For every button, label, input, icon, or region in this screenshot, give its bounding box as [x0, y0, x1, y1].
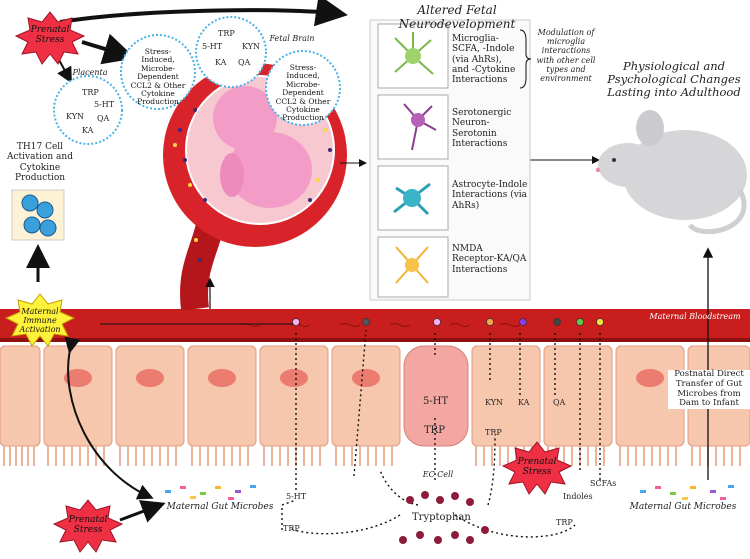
- brain-ka: KA: [215, 58, 227, 67]
- maternal-gut-microbes-right: Maternal Gut Microbes: [629, 502, 737, 512]
- ec-cell-label: EC Cell: [422, 470, 454, 479]
- ec-trp: TRP: [424, 425, 445, 436]
- panel-nmda-text: NMDA Receptor-KA/QA Interactions: [452, 244, 527, 275]
- brain-5ht: 5-HT: [202, 42, 223, 51]
- prenatal-stress-star-top: [14, 11, 86, 65]
- cytokine-bubble-right: [265, 50, 341, 126]
- brain-kyn: KYN: [242, 42, 261, 51]
- fetus-illustration: [213, 86, 312, 208]
- scfas-label: SCFAs: [590, 479, 617, 488]
- neurodevelopment-title: Altered Fetal Neurodevelopment: [398, 3, 516, 31]
- prenatal-stress-label-top: Prenatal Stress: [30, 25, 70, 45]
- neurodevelopment-panels: [369, 19, 532, 301]
- prenatal-stress-label-bottom: Prenatal Stress: [68, 515, 108, 535]
- brain-trp: TRP: [218, 29, 235, 38]
- ec-cell: [403, 345, 469, 447]
- postnatal-transfer-text: Postnatal Direct Transfer of Gut Microbe…: [668, 369, 750, 410]
- indoles-label: Indoles: [563, 492, 593, 501]
- placenta-pathway-bubble: [53, 75, 123, 145]
- ec-5ht: 5-HT: [423, 396, 449, 407]
- maternal-immune-activation-star: [4, 293, 76, 347]
- cytokine-text-right: Stress-Induced, Microbe-Dependent CCL2 &…: [275, 63, 331, 123]
- outcome-text: Physiological and Psychological Changes …: [607, 59, 741, 100]
- placenta-ka: KA: [82, 126, 94, 135]
- panel-serotonergic-text: Serotonergic Neuron-Serotonin Interactio…: [452, 108, 512, 150]
- fetal-brain-label: Fetal Brain: [269, 34, 315, 43]
- gut-microbes-right: [640, 485, 734, 500]
- cell-qa: QA: [553, 398, 566, 407]
- placenta-qa: QA: [97, 114, 110, 123]
- th17-label: TH17 Cell Activation and Cytokine Produc…: [7, 142, 73, 184]
- prenatal-stress-label-gut: Prenatal Stress: [517, 457, 557, 477]
- gut-microbes-left: [165, 485, 256, 500]
- prenatal-stress-star-gut: [501, 441, 573, 495]
- cell-ka: KA: [518, 398, 530, 407]
- prenatal-stress-star-bottom: [52, 499, 124, 553]
- cell-trp: TRP: [485, 428, 502, 437]
- panel-astrocyte-text: Astrocyte-Indole Interactions (via AhRs): [452, 180, 528, 211]
- placenta-trp: TRP: [82, 88, 99, 97]
- maternal-gut-microbes-left: Maternal Gut Microbes: [166, 502, 274, 512]
- panel-microglia-text: Microglia-SCFA, -Indole (via AhRs), and …: [452, 34, 516, 86]
- maternal-immune-activation-label: Maternal Immune Activation: [19, 307, 61, 334]
- maternal-bloodstream-band: [0, 309, 750, 341]
- th17-cells-box: [11, 189, 65, 241]
- lumen-trp-right: TRP: [556, 518, 573, 527]
- intestinal-epithelium: [0, 345, 750, 466]
- maternal-bloodstream-label: Maternal Bloodstream: [649, 312, 741, 321]
- mouse-illustration: [595, 110, 747, 234]
- cytokine-bubble-left: [120, 34, 196, 110]
- cell-kyn: KYN: [485, 398, 504, 407]
- placenta-label: Placenta: [72, 68, 108, 77]
- lumen-trp-left: TRP: [283, 524, 300, 533]
- lumen-5ht: 5-HT: [286, 492, 307, 501]
- placenta-kyn: KYN: [66, 112, 85, 121]
- modulation-note: Modulation of microglia interactions wit…: [536, 28, 596, 83]
- brain-qa: QA: [238, 58, 251, 67]
- cytokine-text-left: Stress-Induced, Microbe-Dependent CCL2 &…: [130, 47, 186, 107]
- fetal-brain-pathway-bubble: [195, 16, 267, 88]
- placenta-5ht: 5-HT: [94, 100, 115, 109]
- tryptophan-label: Tryptophan: [412, 512, 471, 523]
